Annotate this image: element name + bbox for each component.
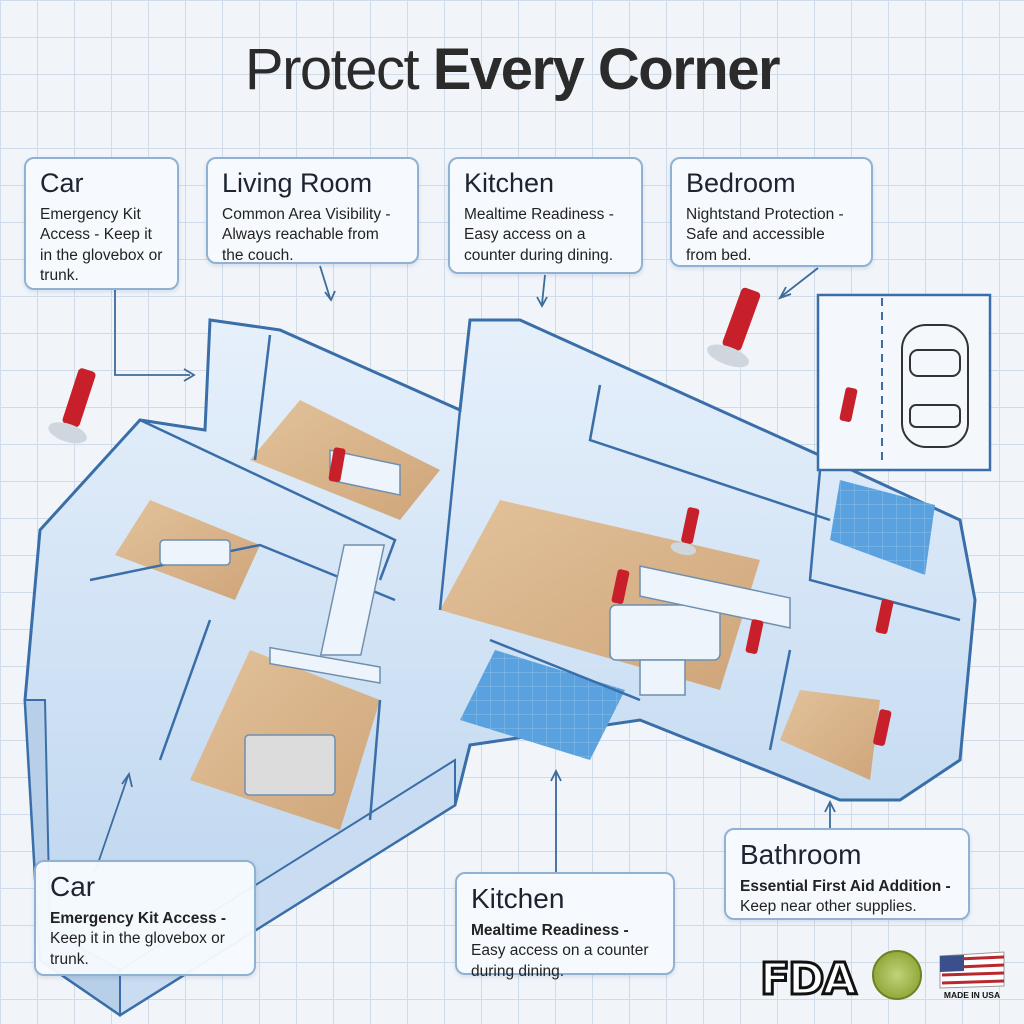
usa-flag-icon: MADE IN USA <box>938 950 1006 1004</box>
furniture <box>159 449 791 796</box>
certification-badges: FDA MADE IN USA <box>759 950 1010 1007</box>
emergency-device-icon <box>48 368 96 444</box>
emergency-devices <box>48 287 894 746</box>
callout-lead: Mealtime Readiness - <box>471 921 629 939</box>
callout-heading: Kitchen <box>471 883 565 914</box>
callout-heading: Car <box>50 871 96 902</box>
title-light: Protect <box>244 37 420 102</box>
callout-kitchen-bottom: Kitchen Mealtime Readiness - Easy access… <box>455 872 675 980</box>
emergency-device-icon <box>875 599 894 634</box>
callout-kitchen-top: Kitchen Mealtime Readiness - Easy access… <box>448 157 643 274</box>
callout-living-room: Living Room Common Area Visibility - Alw… <box>206 157 419 264</box>
emergency-device-icon <box>707 287 761 368</box>
fda-logo-icon: FDA <box>759 953 859 1007</box>
garage <box>816 293 992 472</box>
callout-car-top: Car Emergency Kit Access - Keep it in th… <box>24 157 179 290</box>
callout-lead: Essential First Aid Addition - <box>740 877 951 895</box>
callout-rest: Easy access on a counter during dining. <box>471 942 649 980</box>
car-icon <box>901 324 969 448</box>
emergency-device-icon <box>839 387 858 422</box>
emergency-device-icon <box>873 709 892 746</box>
callout-rest: Keep near other supplies. <box>740 898 917 916</box>
callout-rest: Keep it in the glovebox or trunk. <box>50 930 225 968</box>
emergency-device-icon <box>328 447 346 483</box>
callout-bathroom: Bathroom Essential First Aid Addition - … <box>724 828 970 920</box>
callout-description: Emergency Kit Access - Keep it in the gl… <box>40 205 163 285</box>
callout-heading: Bedroom <box>686 168 796 198</box>
usa-flag-graphic <box>939 951 1005 989</box>
callout-lead: Emergency Kit Access - <box>50 909 227 927</box>
callout-heading: Bathroom <box>740 839 862 870</box>
made-in-usa-label: MADE IN USA <box>943 990 1001 1000</box>
callout-description: Mealtime Readiness - Easy access on a co… <box>471 921 659 982</box>
callout-description: Essential First Aid Addition - Keep near… <box>740 877 954 918</box>
callout-description: Common Area Visibility - Always reachabl… <box>222 205 391 264</box>
page-title: Protect Every Corner <box>0 36 1024 103</box>
emergency-device-icon <box>611 569 630 604</box>
callout-bedroom: Bedroom Nightstand Protection - Safe and… <box>670 157 873 267</box>
seal-icon <box>872 950 922 1000</box>
callout-heading: Living Room <box>222 168 373 198</box>
callout-heading: Kitchen <box>464 168 555 198</box>
callout-description: Mealtime Readiness - Easy access on a co… <box>464 205 614 264</box>
title-bold: Every Corner <box>432 37 781 102</box>
leader-lines <box>94 265 836 873</box>
emergency-device-icon <box>670 507 700 556</box>
callout-heading: Car <box>40 168 84 198</box>
emergency-device-icon <box>745 619 764 654</box>
callout-car-bottom: Car Emergency Kit Access - Keep it in th… <box>34 860 256 976</box>
callout-description: Nightstand Protection - Safe and accessi… <box>686 205 844 264</box>
callout-description: Emergency Kit Access - Keep it in the gl… <box>50 909 240 970</box>
